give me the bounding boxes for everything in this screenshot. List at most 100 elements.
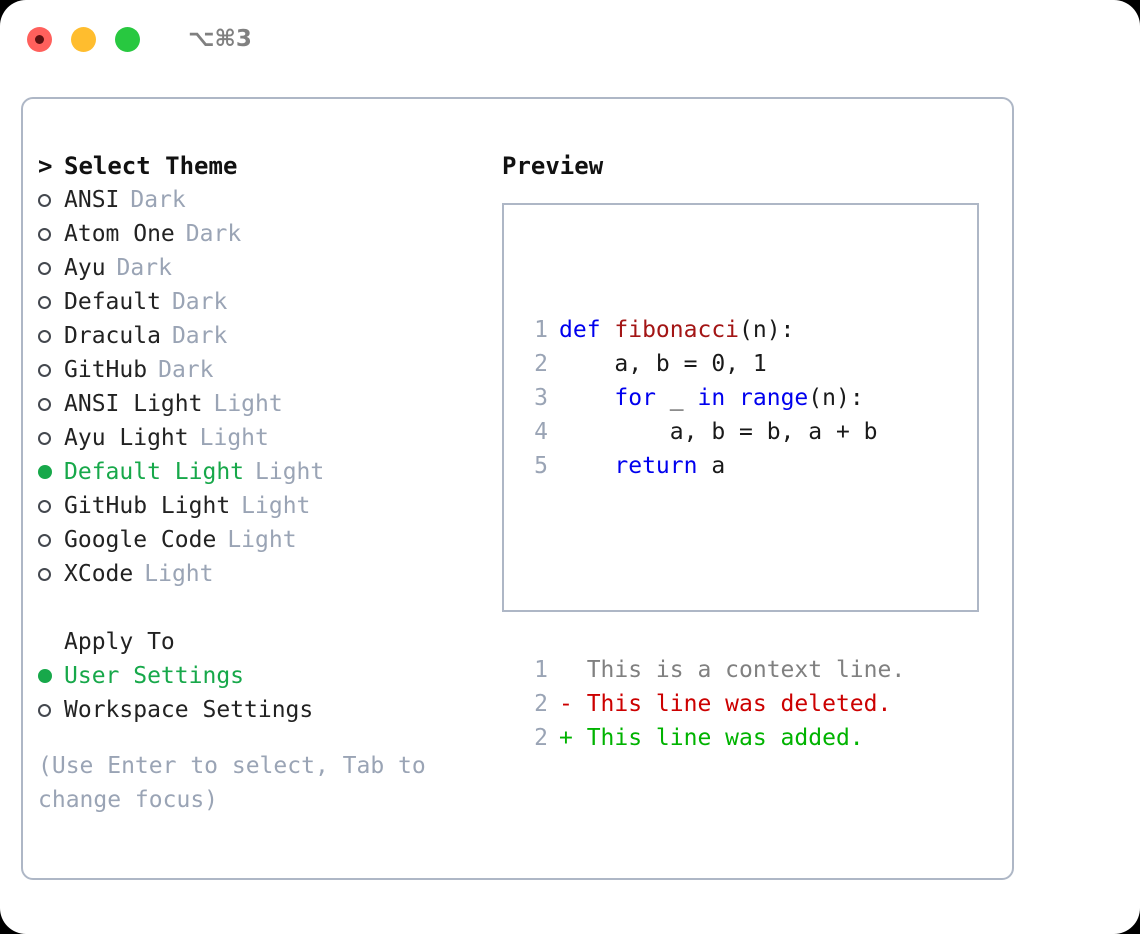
spacer — [520, 551, 905, 585]
radio-selected-icon[interactable] — [38, 669, 64, 683]
theme-name: Ayu Light — [64, 425, 189, 451]
line-number: 1 — [534, 317, 548, 343]
radio-empty-icon[interactable] — [38, 329, 64, 343]
code-text: return a — [548, 449, 725, 483]
apply-to-label: User Settings — [64, 663, 245, 689]
radio-selected-icon[interactable] — [38, 465, 64, 479]
caret-icon: > — [38, 152, 53, 180]
theme-name: ANSI — [64, 187, 120, 213]
code-text: def fibonacci(n): — [548, 313, 794, 347]
code-token — [559, 385, 614, 411]
radio-dot — [38, 533, 51, 547]
theme-list-item[interactable]: XCode Light — [38, 557, 488, 591]
radio-empty-icon[interactable] — [38, 363, 64, 377]
keyboard-shortcut-label: ⌥⌘3 — [188, 26, 252, 52]
line-number: 2 — [534, 691, 548, 717]
code-token: def — [559, 317, 615, 343]
theme-name: GitHub Light — [64, 493, 231, 519]
code-line: 3 for _ in range(n): — [520, 381, 905, 415]
apply-to-option[interactable]: User Settings — [38, 659, 488, 693]
code-token: return — [614, 453, 698, 479]
traffic-lights — [27, 26, 140, 52]
theme-variant-badge: Dark — [116, 255, 172, 281]
radio-empty-icon[interactable] — [38, 227, 64, 241]
maximize-button[interactable] — [115, 26, 140, 52]
code-text: a, b = b, a + b — [548, 415, 878, 449]
theme-name: XCode — [64, 561, 134, 587]
spacer — [38, 591, 488, 625]
apply-to-header: Apply To — [64, 629, 175, 655]
diff-text: + This line was added. — [559, 725, 864, 751]
theme-variant-badge: Light — [213, 391, 283, 417]
theme-variant-badge: Light — [144, 561, 214, 587]
code-text: for _ in range(n): — [548, 381, 864, 415]
line-number: 2 — [534, 725, 548, 751]
radio-dot — [38, 465, 52, 479]
code-token: a, b = 0, 1 — [559, 351, 767, 377]
code-line: 5 return a — [520, 449, 905, 483]
diff-line: 2 + This line was added. — [520, 721, 905, 755]
radio-empty-icon[interactable] — [38, 499, 64, 513]
apply-to-option[interactable]: Workspace Settings — [38, 693, 488, 727]
code-token — [559, 453, 614, 479]
radio-dot — [38, 567, 51, 581]
theme-list-item[interactable]: ANSI Dark — [38, 183, 488, 217]
code-token: (n): — [808, 385, 864, 411]
code-token — [725, 385, 739, 411]
apply-to-label: Workspace Settings — [64, 697, 314, 723]
radio-empty-icon[interactable] — [38, 261, 64, 275]
radio-empty-icon[interactable] — [38, 193, 64, 207]
radio-dot — [38, 261, 51, 275]
preview-title: Preview — [502, 152, 604, 180]
theme-name: Atom One — [64, 221, 175, 247]
theme-name: Dracula — [64, 323, 161, 349]
theme-variant-badge: Dark — [185, 221, 242, 247]
page-title: Select Theme — [64, 152, 238, 180]
radio-empty-icon[interactable] — [38, 397, 64, 411]
theme-variant-badge: Dark — [158, 357, 214, 383]
theme-list-item[interactable]: Atom One Dark — [38, 217, 488, 251]
theme-name: Default — [64, 289, 161, 315]
minimize-button[interactable] — [71, 26, 96, 52]
code-line: 4 a, b = b, a + b — [520, 415, 905, 449]
theme-variant-badge: Light — [199, 425, 269, 451]
radio-empty-icon[interactable] — [38, 431, 64, 445]
line-number: 4 — [534, 419, 548, 445]
code-token: for — [614, 385, 656, 411]
radio-empty-icon[interactable] — [38, 703, 64, 717]
radio-dot — [38, 703, 51, 717]
radio-empty-icon[interactable] — [38, 567, 64, 581]
diff-text: This is a context line. — [559, 657, 906, 683]
theme-list-item[interactable]: GitHub Light Light — [38, 489, 488, 523]
radio-dot — [38, 227, 51, 241]
theme-list-item[interactable]: GitHub Dark — [38, 353, 488, 387]
line-number: 2 — [534, 351, 548, 377]
radio-dot — [38, 397, 51, 411]
line-number: 3 — [534, 385, 548, 411]
radio-dot — [38, 669, 52, 683]
code-token: a, b = b, a + b — [559, 419, 878, 445]
code-text: a, b = 0, 1 — [548, 347, 767, 381]
radio-empty-icon[interactable] — [38, 533, 64, 547]
theme-variant-badge: Light — [241, 493, 311, 519]
radio-dot — [38, 329, 51, 343]
radio-empty-icon[interactable] — [38, 295, 64, 309]
diff-line: 1 This is a context line. — [520, 653, 905, 687]
close-button[interactable] — [27, 26, 52, 52]
code-token: fibonacci — [614, 317, 740, 343]
theme-list-item[interactable]: Ayu Light Light — [38, 421, 488, 455]
line-number: 1 — [534, 657, 548, 683]
theme-name: GitHub — [64, 357, 148, 383]
diff-sample: 1 This is a context line.2- This line wa… — [520, 653, 905, 755]
theme-variant-badge: Dark — [130, 187, 186, 213]
